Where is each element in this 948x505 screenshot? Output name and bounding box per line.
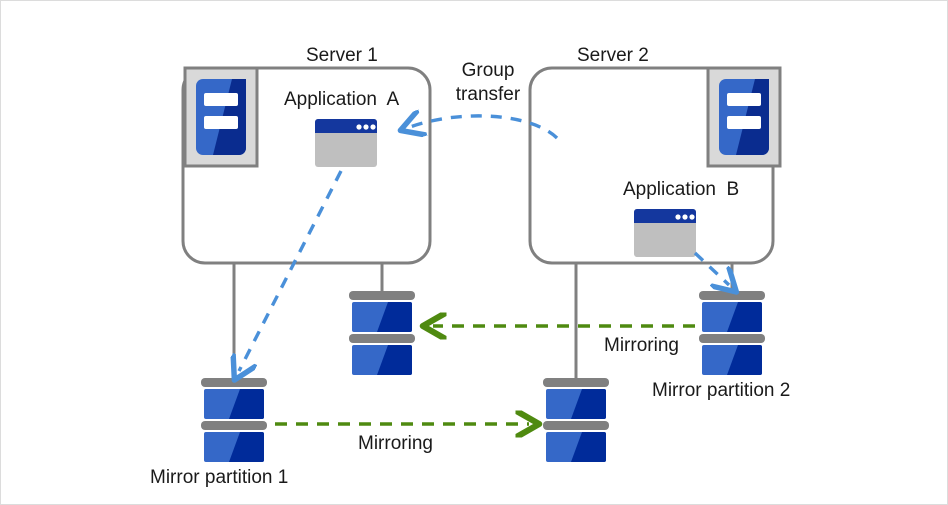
application-window-icon [315,119,377,167]
app-b-to-mp2-arrow [693,251,729,285]
server1-box [181,66,432,265]
application-a-label: Application A [284,89,400,110]
group-transfer-arrow [410,116,559,140]
group-transfer-label-line2: transfer [455,84,521,105]
disk-stack-icon [543,378,609,462]
server1-title: Server 1 [306,45,378,66]
disk-stack-icon [699,291,765,375]
mirror-partition-2-label: Mirror partition 2 [652,380,791,401]
application-window-icon [634,209,696,257]
connector-lines [232,263,734,381]
group-transfer-label-line1: Group [461,60,515,81]
server-icon [706,66,782,168]
mirroring-label-top: Mirroring [604,335,679,356]
application-b-label: Application B [623,179,740,200]
mirroring-label-bottom: Mirroring [358,433,433,454]
app-a-to-mp1-arrow [239,170,343,371]
server-icon [183,66,259,168]
mirror-partition-1-label: Mirror partition 1 [150,467,289,488]
disk-stack-icon [349,291,415,375]
disk-stack-icon [201,378,267,462]
server2-title: Server 2 [577,45,649,66]
